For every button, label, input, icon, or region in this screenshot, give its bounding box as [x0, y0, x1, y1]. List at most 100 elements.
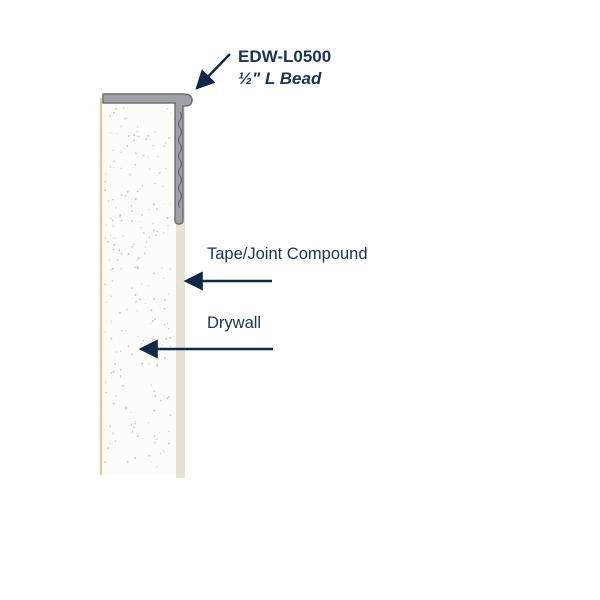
- drywall-speckle: [104, 189, 107, 192]
- joint-compound-layer: [176, 108, 185, 478]
- drywall-speckle: [120, 151, 122, 153]
- drywall-speckle: [143, 232, 145, 234]
- bead-part-code: EDW-L0500: [238, 47, 332, 66]
- drywall-speckle: [126, 191, 129, 193]
- drywall-speckle: [156, 208, 158, 210]
- drywall-speckle: [164, 299, 166, 301]
- drywall-speckle: [107, 200, 110, 202]
- drywall-speckle: [126, 460, 129, 463]
- drywall-speckle: [112, 219, 114, 222]
- drywall-speckle: [168, 137, 171, 139]
- drywall-speckle: [109, 166, 112, 168]
- drywall-speckle: [141, 185, 144, 187]
- drywall-speckle: [110, 286, 112, 288]
- drywall-speckle: [167, 327, 170, 330]
- drywall-speckle: [146, 344, 148, 346]
- drywall-speckle: [134, 420, 136, 422]
- drywall-speckle: [130, 423, 133, 426]
- drywall-speckle: [116, 259, 119, 261]
- drywall-speckle: [153, 390, 156, 392]
- drywall-speckle: [149, 322, 151, 324]
- drywall-speckle: [152, 223, 154, 225]
- drywall-speckle: [147, 156, 149, 158]
- drywall-label: Drywall: [207, 314, 262, 332]
- drywall-speckle: [112, 111, 115, 114]
- drywall-speckle: [150, 309, 153, 312]
- drywall-speckle: [153, 272, 155, 274]
- drywall-speckle: [145, 241, 148, 243]
- drywall-speckle: [120, 194, 123, 197]
- drywall-speckle: [148, 285, 150, 287]
- drywall-panel: [99, 98, 176, 475]
- drywall-speckle: [154, 234, 157, 236]
- drywall-speckle: [137, 135, 140, 138]
- drywall-speckle: [155, 358, 158, 360]
- drywall-speckle: [104, 331, 106, 333]
- drywall-speckle: [134, 266, 136, 268]
- drywall-speckle: [129, 173, 132, 176]
- drywall-speckle: [144, 246, 146, 248]
- drywall-speckle: [150, 384, 152, 386]
- drywall-speckle: [163, 357, 166, 360]
- drywall-speckle: [133, 426, 136, 429]
- drywall-speckle: [136, 310, 138, 312]
- drywall-speckle: [163, 203, 165, 205]
- drywall-speckle: [134, 423, 136, 425]
- drywall-speckle: [112, 199, 114, 201]
- drywall-speckle: [135, 301, 137, 303]
- drywall-speckle: [121, 384, 124, 387]
- drywall-speckle: [151, 461, 153, 463]
- drywall-speckle: [107, 240, 110, 243]
- drywall-speckle: [104, 180, 107, 183]
- drywall-speckle: [131, 353, 134, 356]
- drywall-speckle: [115, 108, 117, 111]
- drywall-speckle: [120, 219, 123, 222]
- drywall-speckle: [104, 381, 107, 383]
- drywall-speckle: [154, 131, 156, 133]
- drywall-speckle: [142, 339, 144, 342]
- drywall-speckle: [114, 237, 116, 240]
- drywall-speckle: [153, 339, 156, 341]
- drywall-speckle: [141, 362, 144, 365]
- drywall-speckle: [165, 337, 168, 340]
- drywall-speckle: [119, 248, 121, 250]
- drywall-speckle: [114, 440, 117, 442]
- drywall-speckle: [110, 217, 112, 220]
- drywall-speckle: [120, 125, 122, 128]
- drywall-speckle: [112, 248, 115, 251]
- drywall-speckle: [153, 435, 156, 437]
- drywall-speckle: [124, 330, 126, 332]
- drywall-speckle: [148, 236, 151, 239]
- drywall-speckle: [136, 131, 138, 133]
- drywall-speckle: [110, 295, 112, 297]
- drywall-speckle: [157, 156, 159, 158]
- drywall-speckle: [136, 126, 139, 128]
- drywall-speckle: [106, 301, 108, 303]
- bead-leader-arrow: [195, 53, 231, 90]
- drywall-speckle: [151, 338, 153, 341]
- drywall-speckle: [131, 210, 133, 212]
- drywall-speckle: [134, 163, 137, 166]
- drywall-speckle: [142, 154, 145, 157]
- drywall-speckle: [148, 209, 150, 211]
- drywall-speckle: [118, 249, 121, 252]
- drywall-speckle: [154, 318, 156, 320]
- drywall-speckle: [104, 461, 107, 464]
- drywall-speckle: [153, 298, 155, 300]
- drywall-speckle: [110, 183, 112, 185]
- drywall-speckle: [127, 345, 130, 347]
- drywall-speckle: [113, 243, 116, 246]
- drywall-speckle: [144, 303, 147, 305]
- drywall-speckle: [133, 243, 135, 246]
- drywall-speckle: [159, 412, 161, 414]
- drywall-speckle: [126, 145, 129, 147]
- drywall-speckle: [156, 438, 158, 440]
- drywall-speckle: [112, 370, 115, 373]
- drywall-speckle: [162, 450, 165, 452]
- drywall-speckle: [162, 185, 164, 188]
- drywall-speckle: [131, 220, 134, 223]
- drywall-speckle: [115, 395, 117, 397]
- drywall-speckle: [167, 323, 169, 325]
